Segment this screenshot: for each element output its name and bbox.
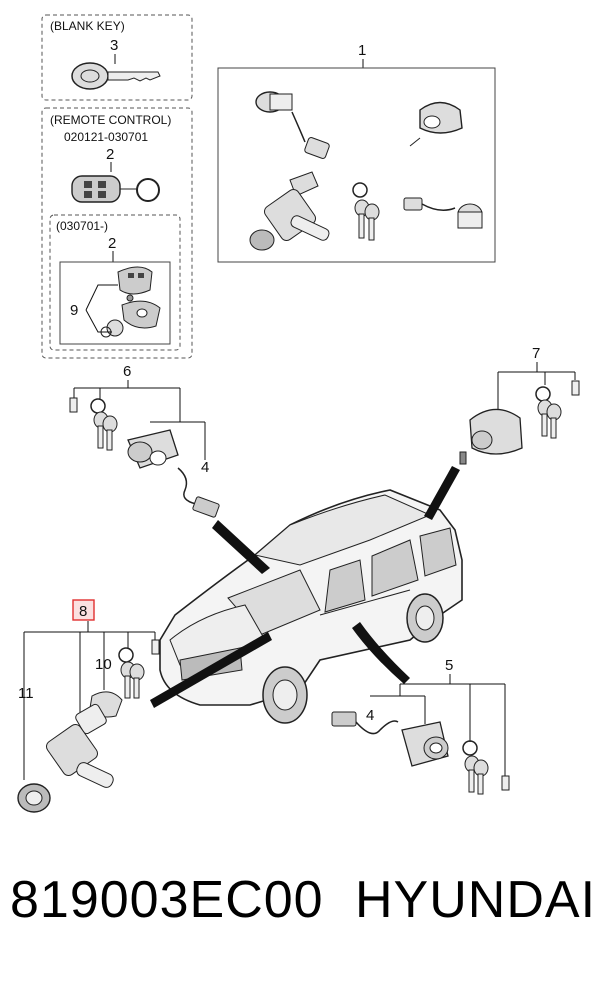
remote-control-box: (REMOTE CONTROL) 020121-030701 2 (030701… (41, 107, 193, 359)
remote-control-date-range: 020121-030701 (64, 130, 148, 144)
door-lock-cylinder-6-icon (127, 429, 179, 469)
blank-key-title: (BLANK KEY) (50, 19, 125, 33)
pointer-arrows (150, 466, 460, 708)
clip-5-icon (501, 775, 510, 791)
part-6-group: 6 4 (69, 363, 220, 518)
callout-2a: 2 (106, 146, 114, 163)
part-5-group: 5 4 (331, 657, 510, 795)
wire-connector-icon-a (177, 467, 220, 518)
callout-8: 8 (79, 603, 87, 620)
door-lock-cylinder-icon (255, 91, 330, 159)
callout-6: 6 (123, 363, 131, 380)
callout-7: 7 (532, 345, 540, 362)
ignition-cylinder-icon (249, 171, 330, 251)
callout-4b: 4 (366, 707, 374, 724)
brand-name: HYUNDAI (355, 871, 597, 929)
part-7-group: 7 (459, 345, 580, 465)
trunk-lock-cylinder-icon (409, 101, 463, 147)
callout-5: 5 (445, 657, 453, 674)
callout-9: 9 (70, 302, 78, 319)
remote-fob-new-icon (100, 266, 161, 338)
remote-control-new-title: (030701-) (56, 219, 108, 233)
callout-2b: 2 (108, 235, 116, 252)
keys-pair-icon-5 (462, 740, 489, 795)
callout-8-highlight (72, 599, 95, 621)
tailgate-cylinder-7-icon (459, 408, 523, 465)
part-number: 819003EC00 (10, 871, 324, 929)
callout-4a: 4 (201, 459, 209, 476)
vehicle-illustration (159, 489, 463, 724)
remote-control-new-box: (030701-) 2 9 (49, 214, 181, 351)
callout-3: 3 (110, 37, 118, 54)
keys-pair-icon-6 (90, 398, 118, 451)
part-8-group: 8 10 11 (17, 599, 160, 813)
keys-pair-icon-1 (352, 182, 380, 241)
wire-connector-icon-b (331, 711, 399, 735)
remote-fob-icon (71, 175, 160, 203)
blank-key-box: (BLANK KEY) 3 (41, 14, 193, 101)
clip-8-icon (151, 639, 160, 655)
door-lock-cylinder-5-icon (401, 721, 449, 767)
ignition-lock-assembly-icon (17, 691, 123, 813)
callout-10: 10 (95, 656, 112, 673)
clip-7-icon (571, 380, 580, 396)
footer: 819003EC00 HYUNDAI (0, 870, 600, 950)
keys-pair-icon-7 (535, 386, 562, 439)
keys-pair-icon-8 (118, 647, 145, 699)
clip-icon (69, 397, 78, 413)
lock-set-box: 1 (217, 42, 496, 263)
callout-11: 11 (18, 685, 34, 702)
blank-key-icon (71, 62, 161, 90)
callout-1: 1 (358, 42, 366, 59)
remote-control-title: (REMOTE CONTROL) (50, 113, 171, 127)
tailgate-lock-icon (403, 197, 483, 229)
